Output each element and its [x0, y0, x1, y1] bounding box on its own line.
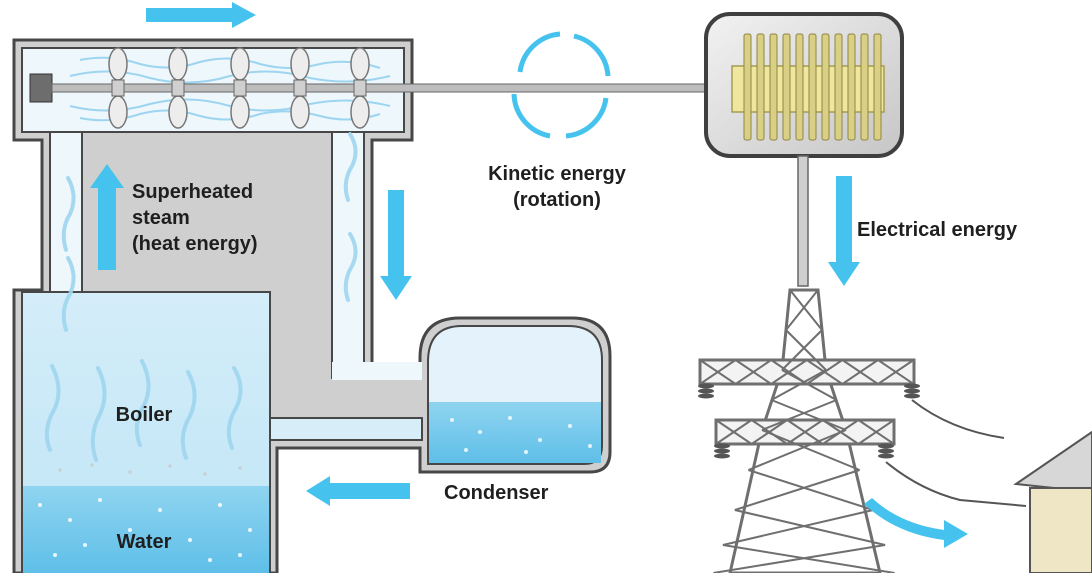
generator-fin — [756, 33, 765, 141]
kinetic-label-line2: (rotation) — [513, 189, 601, 211]
arrow-left-icon — [306, 476, 410, 506]
arrow-down-icon — [828, 176, 860, 286]
insulator-icon — [904, 383, 920, 399]
steam-downpipe — [331, 131, 365, 379]
arrow-up-icon — [90, 164, 124, 270]
generator-fin — [743, 33, 752, 141]
generator-icon — [704, 12, 904, 158]
condenser-label: Condenser — [444, 482, 549, 504]
generator-fin — [808, 33, 817, 141]
boiler-label: Boiler — [116, 404, 173, 426]
power-cable — [797, 155, 809, 287]
arrow-curved-icon — [864, 498, 968, 548]
turbine-blade-icon — [108, 47, 128, 129]
turbine-bearing — [29, 73, 53, 103]
generator-fin — [821, 33, 830, 141]
steam-label-line3: (heat energy) — [132, 233, 258, 255]
turbine-shaft — [51, 83, 743, 93]
rotation-circle-icon — [511, 31, 611, 139]
insulator-icon — [698, 383, 714, 399]
return-pipe — [269, 417, 423, 441]
steam-riser — [49, 131, 83, 293]
generator-fin — [782, 33, 791, 141]
water-label: Water — [117, 531, 172, 553]
generator-fin — [860, 33, 869, 141]
insulator-icon — [878, 443, 894, 459]
kinetic-label-line1: Kinetic energy — [488, 163, 627, 185]
steam-label-line1: Superheated — [132, 181, 253, 203]
generator-fin — [834, 33, 843, 141]
transmission-tower-icon — [698, 288, 920, 573]
house-icon — [1013, 430, 1092, 573]
boiler-water — [23, 486, 269, 573]
steam-label-line2: steam — [132, 207, 190, 229]
electrical-label: Electrical energy — [857, 219, 1018, 241]
generator-fin — [795, 33, 804, 141]
turbine-blade-icon — [230, 47, 250, 129]
turbine — [29, 47, 743, 129]
turbine-blade-icon — [290, 47, 310, 129]
arrow-down-icon — [380, 190, 412, 300]
condenser-water — [429, 402, 601, 463]
flow-arrows — [90, 2, 860, 506]
turbine-blade-icon — [168, 47, 188, 129]
turbine-blade-icon — [350, 47, 370, 129]
generator-fin — [873, 33, 882, 141]
boiler-structure — [12, 38, 612, 573]
generator-fin — [847, 33, 856, 141]
insulator-icon — [714, 443, 730, 459]
arrow-right-icon — [146, 2, 256, 28]
power-lines — [885, 399, 1027, 507]
generator-fin — [769, 33, 778, 141]
